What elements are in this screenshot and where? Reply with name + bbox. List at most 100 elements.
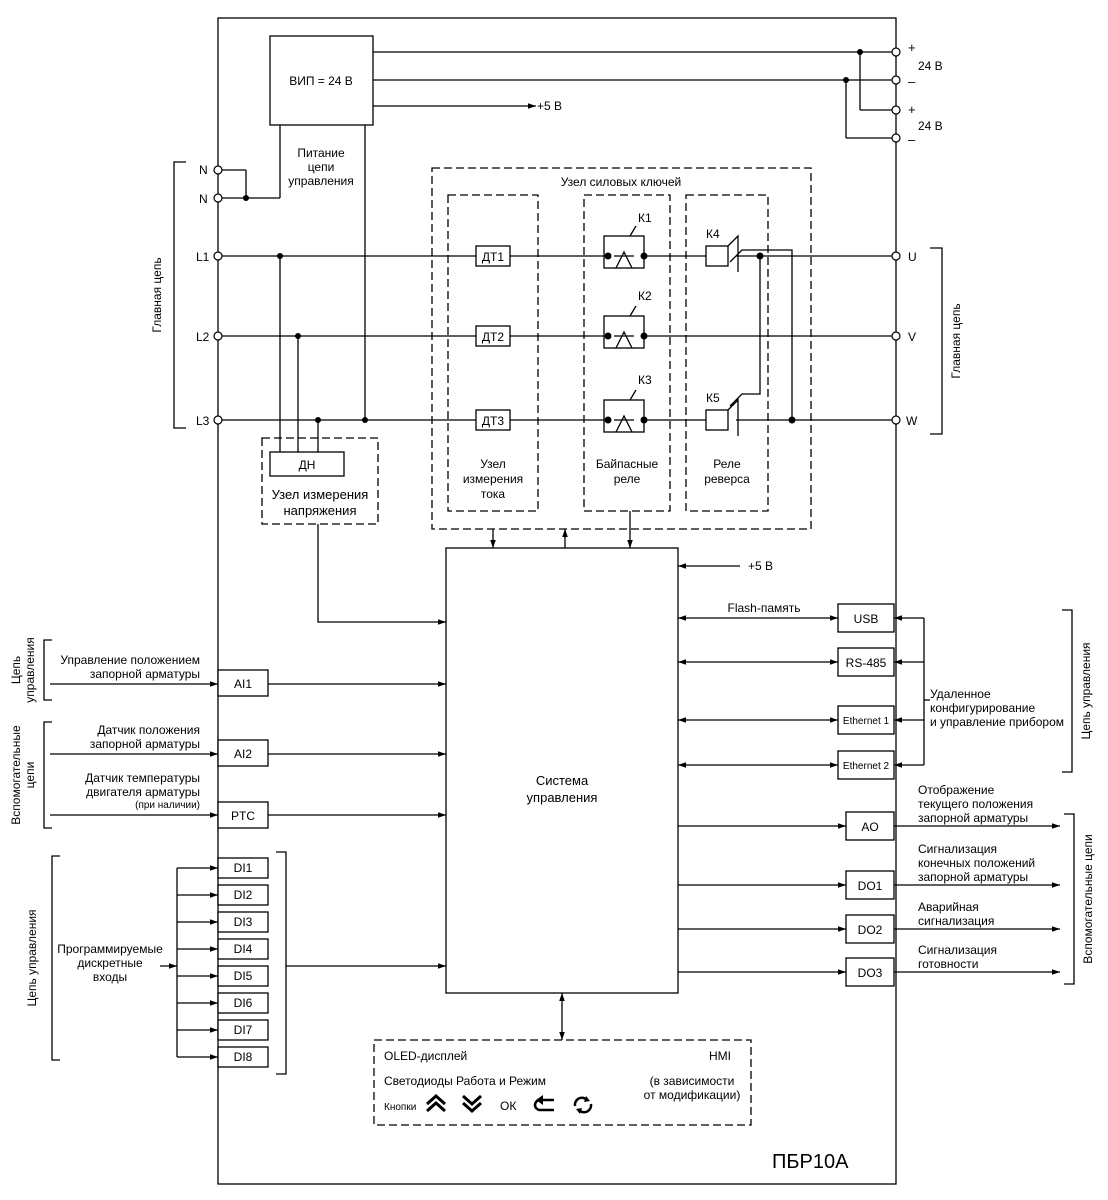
terminal-n-1: N [199, 163, 208, 177]
reverse-k5-label: К5 [706, 391, 720, 405]
voltage-unit [261, 437, 379, 525]
bypass-k1-label: К1 [638, 211, 652, 225]
terminal-l3: L3 [196, 414, 210, 428]
terminal-u: U [908, 250, 917, 264]
ptc-desc-1: Датчик температуры [85, 771, 200, 785]
bypass-relay-k1 [603, 225, 645, 269]
ao-desc-3: запорной арматуры [918, 811, 1028, 825]
remote-desc-2: конфигурирование [930, 701, 1035, 715]
current-unit [447, 194, 539, 512]
terminal-n-2: N [199, 192, 208, 206]
do3-block [845, 957, 895, 987]
current-unit-caption-3: тока [481, 487, 506, 501]
left-control-label-2: управления [23, 637, 37, 702]
double-chevron-up-icon [426, 1093, 446, 1113]
hmi-note-1: (в зависимости [650, 1074, 735, 1088]
psu-caption-2: цепи [308, 160, 335, 174]
di7-label: DI7 [234, 1023, 253, 1037]
do2-block [845, 914, 895, 944]
current-sensor-1-label: ДТ1 [482, 250, 504, 264]
bypass-caption-2: реле [614, 472, 641, 486]
remote-desc-3: и управление прибором [930, 715, 1064, 729]
ai2-label: AI2 [234, 747, 252, 761]
hmi-block [373, 1039, 752, 1126]
hmi-buttons-label: Кнопки [384, 1102, 416, 1113]
terminal-w: W [906, 414, 918, 428]
reverse-unit [685, 194, 769, 512]
left-control-bottom-label: Цепь управления [25, 909, 39, 1006]
reverse-relay-k5 [705, 256, 761, 436]
ethernet2-label: Ethernet 2 [843, 761, 890, 772]
ok-button: ОК [500, 1099, 516, 1113]
reverse-caption-2: реверса [704, 472, 750, 486]
ptc-label: PTC [231, 809, 255, 823]
ai1-desc-2: запорной арматуры [90, 667, 200, 681]
voltage-unit-caption-1: Узел измерения [272, 487, 369, 502]
di4-label: DI4 [234, 942, 253, 956]
hmi-line1: OLED-дисплей [384, 1049, 467, 1063]
di-desc-1: Программируемые [57, 942, 163, 956]
main-circuit-label-left: Главная цепь [150, 257, 164, 332]
current-sensor-3-label: ДТ3 [482, 414, 504, 428]
device-frame [217, 17, 897, 1185]
do2-desc-2: сигнализация [918, 914, 994, 928]
current-sensor-3 [475, 409, 511, 431]
di6-label: DI6 [234, 996, 253, 1010]
left-aux-label-2: цепи [23, 762, 37, 789]
do3-desc-1: Сигнализация [918, 943, 997, 957]
current-sensor-2-label: ДТ2 [482, 330, 504, 344]
voltage-sensor-label: ДН [299, 458, 316, 472]
ptc-note: (при наличии) [135, 800, 200, 811]
di1-label: DI1 [234, 861, 253, 875]
bypass-k3-label: К3 [638, 373, 652, 387]
reverse-k4-label: К4 [706, 227, 720, 241]
digital-inputs: DI1 DI2 DI3 DI4 DI5 DI6 DI7 DI8 [217, 857, 269, 1068]
device-name: ПБР10А [772, 1151, 849, 1173]
outputs-group-label: Вспомогательные цепи [1081, 834, 1095, 963]
reverse-caption-1: Реле [713, 457, 741, 471]
left-aux-label-1: Вспомогательные [9, 725, 23, 825]
double-chevron-down-icon [462, 1094, 482, 1114]
ethernet2-port [837, 750, 895, 780]
di5-label: DI5 [234, 969, 253, 983]
back-arrow-icon [533, 1095, 554, 1112]
terminal-sign-2: – [908, 74, 916, 89]
usb-label: USB [854, 612, 879, 626]
bypass-unit [583, 194, 671, 512]
do1-desc-2: конечных положений [918, 856, 1035, 870]
hmi-title: HMI [709, 1049, 731, 1063]
rs485-label: RS-485 [846, 656, 887, 670]
terminal-sign-1: + [908, 40, 916, 55]
comm-group-label: Цепь управления [1079, 642, 1093, 739]
psu-block [269, 35, 374, 126]
di3-label: DI3 [234, 915, 253, 929]
bypass-relay-k2 [603, 305, 645, 349]
ao-desc-1: Отображение [918, 783, 995, 797]
ai2-desc-2: запорной арматуры [90, 737, 200, 751]
terminal-v: V [908, 330, 916, 344]
reverse-relay-k4 [705, 234, 793, 420]
ao-label: AO [861, 820, 878, 834]
do1-desc-3: запорной арматуры [918, 870, 1028, 884]
comm-ports: USB RS-485 Ethernet 1 Ethernet 2 [837, 603, 895, 780]
ao-desc-2: текущего положения [918, 797, 1033, 811]
terminal-l1: L1 [196, 250, 210, 264]
control-system-label-2: управления [527, 790, 598, 805]
control-system-label-1: Система [536, 773, 589, 788]
current-sensor-2 [475, 325, 511, 347]
ptc-desc-2: двигателя арматуры [86, 785, 200, 799]
do1-block [845, 870, 895, 900]
do1-label: DO1 [858, 879, 883, 893]
di-desc-3: входы [93, 970, 127, 984]
ethernet1-port [837, 705, 895, 735]
refresh-icon [573, 1096, 593, 1114]
terminal-l2: L2 [196, 330, 210, 344]
flash-label: Flash-память [727, 601, 800, 615]
current-sensor-1 [475, 245, 511, 267]
di2-label: DI2 [234, 888, 253, 902]
di-desc-2: дискретные [77, 956, 143, 970]
di8-label: DI8 [234, 1050, 253, 1064]
do3-desc-2: готовности [918, 957, 978, 971]
control-5v-label: +5 В [748, 559, 773, 573]
